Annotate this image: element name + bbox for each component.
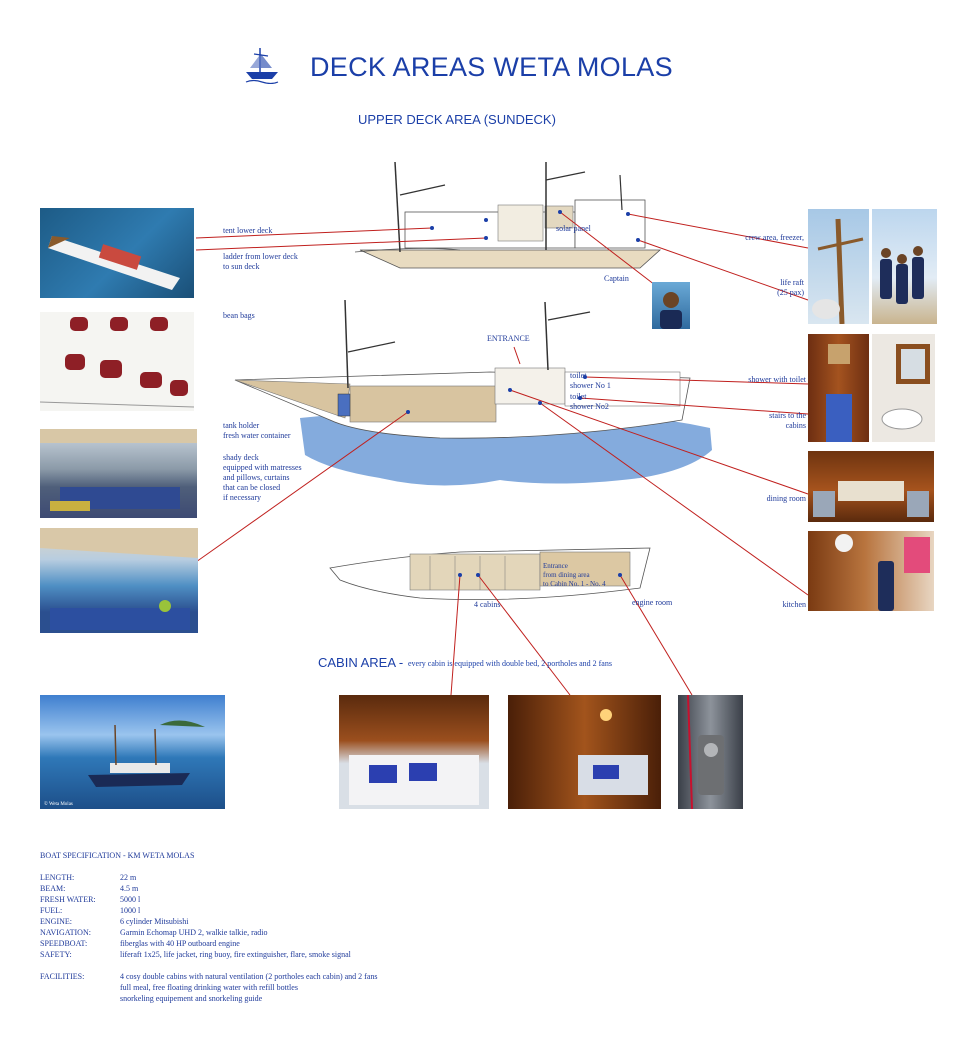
label-tent-lower-deck: tent lower deck xyxy=(223,226,273,235)
spec-row-safety: SAFETY:liferaft 1x25, life jacket, ring … xyxy=(40,950,351,959)
label-dining-room: dining room xyxy=(766,494,806,503)
cabin-area-note: every cabin is equipped with double bed,… xyxy=(408,659,612,668)
spec-row-navigation: NAVIGATION:Garmin Echomap UHD 2, walkie … xyxy=(40,928,268,937)
label-captain: Captain xyxy=(604,274,629,283)
label-kitchen: kitchen xyxy=(782,600,806,609)
cabin-deck-boat-drawing xyxy=(329,547,651,601)
label-solar-panel: solar panel xyxy=(556,224,591,233)
label-crew-area: crew area, freezer, xyxy=(745,233,804,242)
photo-aerial-boat xyxy=(40,208,194,298)
label-entrance: ENTRANCE xyxy=(487,334,530,343)
spec-row-beam: BEAM:4.5 m xyxy=(40,884,139,893)
photo-kitchen xyxy=(808,531,934,611)
photo-cabin-2 xyxy=(508,695,661,809)
spec-row-speedboat: SPEEDBOAT:fiberglas with 40 HP outboard … xyxy=(40,939,240,948)
label-stairs: stairs to the cabins xyxy=(769,411,806,430)
photo-credit: © Weta Molas xyxy=(44,802,73,807)
upper-deck-heading: UPPER DECK AREA (SUNDECK) xyxy=(358,112,556,127)
label-entrance-cabins: Entrance from dining area to Cabin No. 1… xyxy=(543,562,606,588)
cabin-area-heading: CABIN AREA - xyxy=(318,655,404,670)
spec-row-fresh-water: FRESH WATER:5000 l xyxy=(40,895,141,904)
callout-lines xyxy=(195,211,809,696)
photo-boat-at-sea: © Weta Molas xyxy=(40,695,225,809)
spec-title: BOAT SPECIFICATION - KM WETA MOLAS xyxy=(40,851,195,860)
spec-row-length: LENGTH:22 m xyxy=(40,873,137,882)
label-cabins: 4 cabins xyxy=(474,600,501,609)
photo-shady-deck xyxy=(40,429,197,518)
label-toilet-2: toilet shower No2 xyxy=(570,392,609,411)
label-life-raft: life raft (25 pax) xyxy=(777,278,804,297)
label-engine-room: engine room xyxy=(632,598,673,607)
spec-row-facilities: FACILITIES: 4 cosy double cabins with na… xyxy=(40,972,378,1003)
photo-stairs xyxy=(808,334,869,442)
spec-row-engine: ENGINE:6 cylinder Mitsubishi xyxy=(40,917,189,926)
label-shady-deck: shady deck equipped with matresses and p… xyxy=(223,453,302,502)
photo-crew xyxy=(872,209,937,324)
photo-captain xyxy=(652,282,690,329)
photo-dining-room xyxy=(808,451,934,522)
spec-row-fuel: FUEL:1000 l xyxy=(40,906,141,915)
photo-bean-bags xyxy=(40,312,194,411)
photo-shower-toilet xyxy=(872,334,935,442)
photo-mast xyxy=(808,209,869,324)
photo-engine-room xyxy=(678,695,743,809)
label-tank-holder: tank holder fresh water container xyxy=(223,421,291,440)
callout-dots xyxy=(406,210,640,577)
label-shower-with-toilet: shower with toilet xyxy=(748,375,806,384)
sundeck-boat-drawing xyxy=(354,161,662,269)
sailboat-logo-icon xyxy=(244,46,280,84)
label-bean-bags: bean bags xyxy=(223,311,255,320)
photo-cabin-1 xyxy=(339,695,489,809)
page-title: DECK AREAS WETA MOLAS xyxy=(310,52,673,82)
main-deck-boat-drawing xyxy=(234,299,691,439)
boat-specification: BOAT SPECIFICATION - KM WETA MOLAS LENGT… xyxy=(40,850,377,1004)
label-toilet-1: toilet shower No 1 xyxy=(570,371,611,390)
label-ladder: ladder from lower deck to sun deck xyxy=(223,252,298,271)
photo-lounge-deck xyxy=(40,528,198,633)
